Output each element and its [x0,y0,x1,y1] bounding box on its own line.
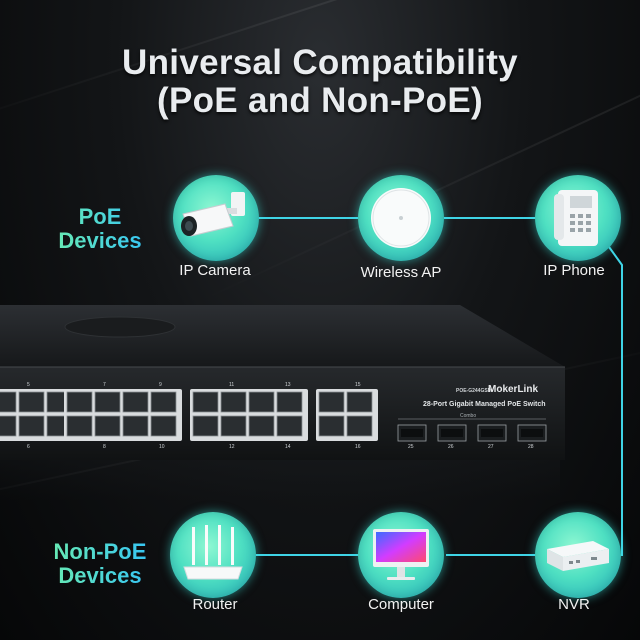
sfp-number: 26 [448,444,454,450]
port-number-bottom: 10 [159,444,165,450]
rj45-port [18,391,45,413]
ip-camera-label: IP Camera [179,262,251,279]
ip-phone-label: IP Phone [543,262,605,279]
rj45-port [150,391,177,413]
port-number-bottom: 8 [103,444,106,450]
combo-label: Combo [460,413,477,419]
rj45-port [248,415,275,437]
ip-phone-circle [535,175,621,261]
title-line-2: (PoE and Non-PoE) [157,81,483,120]
sfp-number: 25 [408,444,414,450]
ip-camera-icon [181,192,245,237]
nonpoe-devices-label: Non-PoE Devices [36,540,164,588]
sfp-number: 28 [528,444,534,450]
port-number-top: 5 [27,382,30,388]
rj45-port [248,391,275,413]
ip-phone-icon [554,190,598,246]
rj45-port [192,415,219,437]
rj45-port [192,391,219,413]
rj45-port [346,415,373,437]
nvr-icon [547,541,609,571]
port-number-top: 11 [229,382,234,388]
rj45-port [122,391,149,413]
port-number-bottom: 14 [285,444,291,450]
sfp-slot [481,429,503,437]
switch-brand-logo: MokerLink [488,384,539,395]
port-number-bottom: 12 [229,444,235,450]
computer-icon [373,529,429,580]
rj45-port [122,415,149,437]
computer-label: Computer [368,596,434,613]
sfp-slot [521,429,543,437]
rj45-port [220,391,247,413]
title-line-1: Universal Compatibility [122,43,518,82]
port-number-top: 9 [159,382,162,388]
sfp-ports: 25 26 27 28 [397,418,547,450]
rj45-port [94,415,121,437]
nvr-circle [535,512,621,598]
nonpoe-label-line-1: Non-PoE [53,539,147,564]
rj45-port [150,415,177,437]
port-number-bottom: 6 [27,444,30,450]
poe-label-line-1: PoE [78,204,122,229]
switch-model: POE-G244GSM [456,388,492,394]
port-number-bottom: 16 [355,444,361,450]
port-number-top: 13 [285,382,291,388]
nvr-label: NVR [558,596,590,613]
ip-camera-circle [173,175,259,261]
rj45-port-blocks: 5 6 7 8 9 10 11 12 13 14 15 16 [0,382,378,450]
rj45-port [276,391,303,413]
port-number-top: 7 [103,382,106,388]
page-title: Universal Compatibility (PoE and Non-PoE… [0,44,640,120]
rj45-port [18,415,45,437]
switch-description: 28-Port Gigabit Managed PoE Switch [423,401,546,408]
line-phone-nvr [603,239,623,556]
rj45-port [94,391,121,413]
rj45-port [220,415,247,437]
rj45-port [346,391,373,413]
rj45-port [318,391,345,413]
nonpoe-label-line-2: Devices [58,563,142,588]
sfp-slot [401,429,423,437]
router-circle [170,512,256,598]
computer-circle [358,512,444,598]
port-number-top: 15 [355,382,361,388]
rj45-port [66,415,93,437]
poe-devices-label: PoE Devices [40,205,160,253]
rj45-port [276,415,303,437]
rj45-port [0,415,17,437]
wireless-ap-icon [371,188,431,248]
rj45-port [0,391,17,413]
rj45-port [318,415,345,437]
rj45-port [66,391,93,413]
switch-reflection [0,460,560,500]
router-label: Router [192,596,238,613]
router-icon [183,525,243,580]
sfp-number: 27 [488,444,494,450]
poe-label-line-2: Devices [58,228,142,253]
wireless-ap-label: Wireless AP [360,264,442,281]
poe-switch: 5 6 7 8 9 10 11 12 13 14 15 16 25 26 27 28 [0,305,565,460]
wireless-ap-circle [358,175,444,261]
sfp-slot [441,429,463,437]
